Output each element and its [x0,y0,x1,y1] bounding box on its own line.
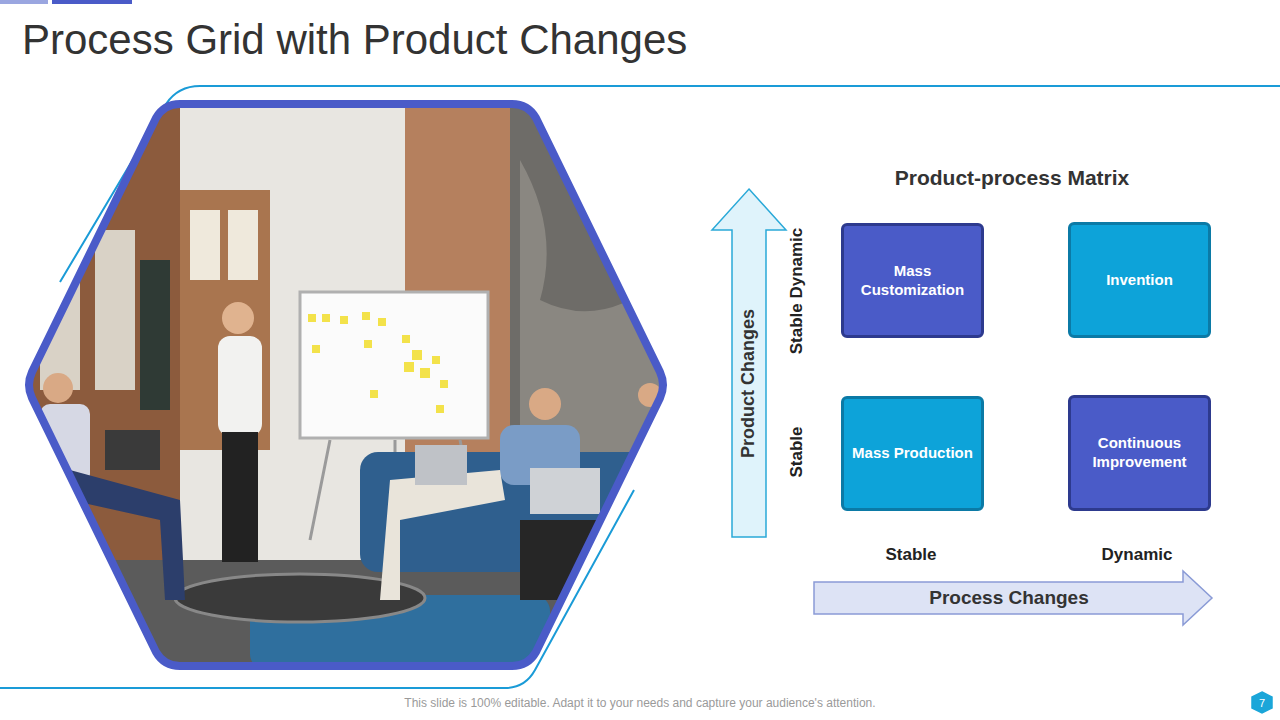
photo-frame [29,104,663,666]
accent-bar [52,0,132,4]
quadrant-label: Mass Customization [852,262,973,300]
page-number: 7 [1259,697,1265,709]
axis-value: Stable Dynamic [787,228,807,355]
shape-outline [814,571,1212,625]
quadrant-box: Mass Production [841,396,984,511]
quadrant-label: Continuous Improvement [1079,434,1200,472]
quadrant-box: Mass Customization [841,223,984,338]
axis-title: Process Changes [929,587,1088,609]
axis-arrow: Product Changes [711,188,787,538]
quadrant-label: Mass Production [852,444,973,463]
meeting-photo [20,100,680,670]
quadrant-box: Invention [1068,222,1211,338]
axis-value: Dynamic [1102,545,1173,565]
footer-note: This slide is 100% editable. Adapt it to… [404,696,875,710]
axis-value: Stable [885,545,936,565]
shape-outline [1252,692,1272,713]
axis-arrow: Process Changes [813,570,1213,626]
accent-bar [0,0,48,4]
quadrant-box: Continuous Improvement [1068,395,1211,511]
axis-title: Product Changes [739,308,760,457]
axis-value: Stable [787,426,807,477]
slide-title: Process Grid with Product Changes [22,16,687,64]
matrix-heading: Product-process Matrix [895,166,1130,190]
page-number-badge: 7 [1252,692,1272,713]
quadrant-label: Invention [1106,271,1173,290]
shape-outline [712,189,786,537]
